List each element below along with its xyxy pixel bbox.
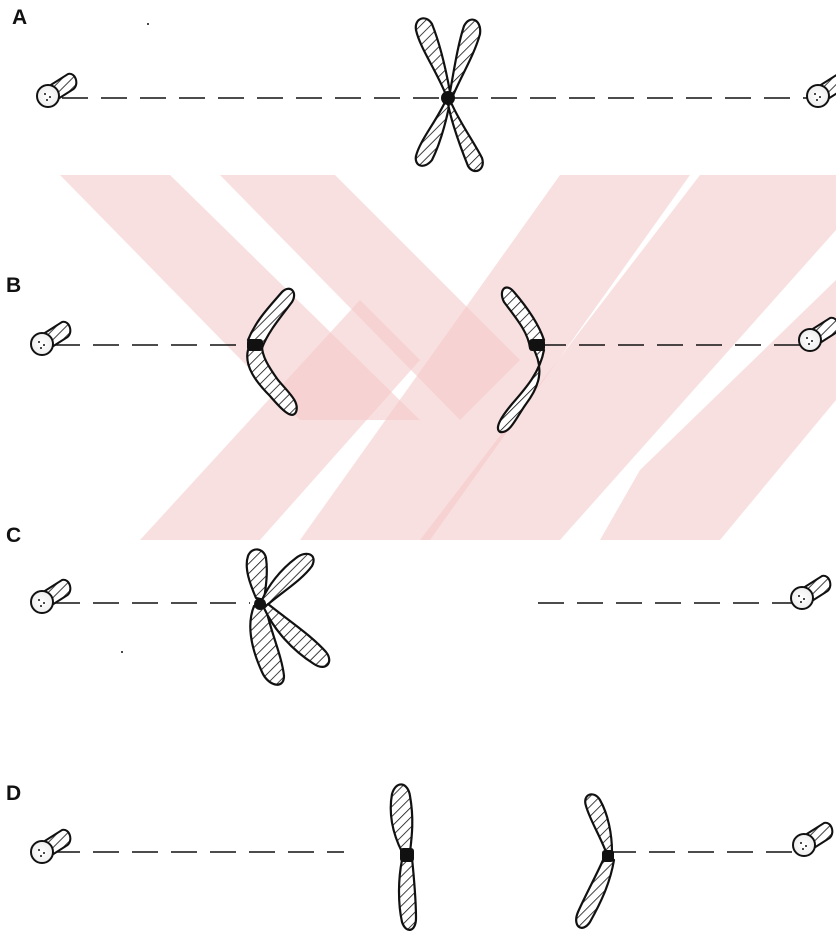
- chromosome-icon: [246, 287, 298, 416]
- centriole-icon: [30, 828, 72, 864]
- centromere-icon: [529, 339, 545, 351]
- scan-dot: [121, 651, 123, 653]
- scan-dot: [147, 23, 149, 25]
- panel-a: A: [12, 6, 836, 173]
- centromere-icon: [247, 339, 263, 351]
- watermark: [60, 175, 836, 540]
- chromosome-icon: [245, 548, 331, 686]
- chromosome-icon: [496, 286, 546, 434]
- centromere-icon: [441, 91, 455, 105]
- panel-label-c: C: [6, 524, 21, 547]
- centriole-icon: [30, 320, 72, 356]
- panel-d: D: [6, 782, 834, 931]
- centromere-icon: [254, 598, 266, 610]
- chromosome-icon: [575, 793, 616, 929]
- panel-label-b: B: [6, 274, 21, 297]
- centriole-icon: [790, 574, 832, 610]
- centromere-icon: [602, 850, 614, 862]
- centriole-icon: [806, 72, 836, 108]
- centriole-icon: [792, 821, 834, 857]
- chromosome-icon: [389, 783, 418, 931]
- centromere-icon: [400, 848, 414, 862]
- panel-label-d: D: [6, 782, 21, 805]
- centriole-icon: [36, 72, 78, 108]
- panel-c: C: [6, 524, 832, 686]
- panel-label-a: A: [12, 6, 27, 29]
- panel-b: B: [6, 274, 836, 434]
- chromosome-icon: [414, 17, 484, 173]
- centriole-icon: [30, 578, 72, 614]
